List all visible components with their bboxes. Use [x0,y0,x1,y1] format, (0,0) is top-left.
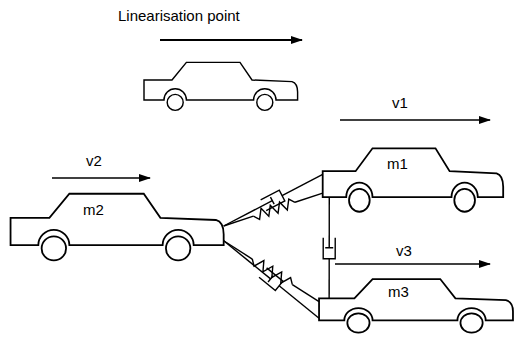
car-mass: m3 [314,272,516,338]
velocity-arrow [335,263,490,265]
velocity-label: v1 [392,95,408,110]
car-mass: m2 [5,185,227,267]
mass-label: m3 [388,284,409,299]
reference-car [144,62,298,110]
car-outline [318,140,506,218]
reference-label: Linearisation point [118,8,240,23]
mass-label: m2 [83,202,104,217]
velocity-arrow [52,177,150,179]
car-outline [5,185,227,267]
spring-damper-link [323,198,335,300]
velocity-label: v2 [86,153,102,168]
mass-label: m1 [387,156,408,171]
reference-velocity-arrow [160,39,302,41]
car-outline [314,272,516,338]
car-mass: m1 [318,140,506,218]
spring-damper-link [224,174,323,226]
velocity-label: v3 [396,243,412,258]
velocity-arrow [340,119,490,121]
spring-damper-link [224,241,319,318]
